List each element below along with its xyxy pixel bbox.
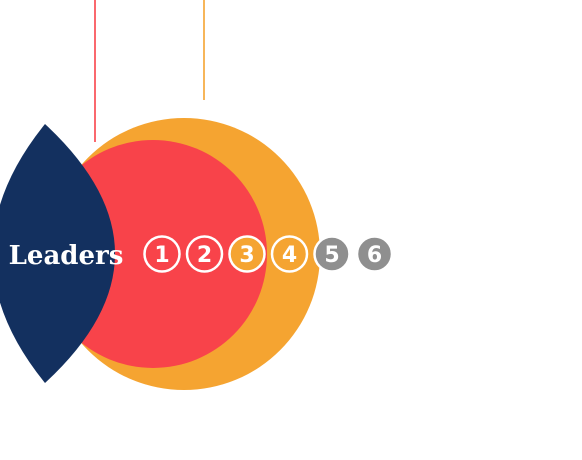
badge-circle xyxy=(313,235,351,273)
badge-4: 4 xyxy=(270,235,309,273)
badge-number: 6 xyxy=(367,243,382,268)
badge-5: 5 xyxy=(313,235,351,273)
leaders-leaf-shape xyxy=(0,124,115,383)
badge-circle xyxy=(270,235,309,273)
badge-1: 1 xyxy=(143,235,181,273)
badge-6: 6 xyxy=(355,235,394,273)
badge-number: 1 xyxy=(154,243,169,268)
badge-circle xyxy=(185,235,224,273)
badge-number: 3 xyxy=(239,243,254,268)
badge-circle xyxy=(355,235,394,273)
badge-number: 2 xyxy=(197,243,212,268)
badge-number: 4 xyxy=(282,243,297,268)
badge-2: 2 xyxy=(185,235,224,273)
badge-3: 3 xyxy=(228,235,266,273)
numbered-badges: 1 2 3 4 5 6 xyxy=(143,235,394,273)
badge-circle xyxy=(228,235,266,273)
leaders-label: Leaders xyxy=(9,241,124,271)
badge-number: 5 xyxy=(324,243,339,268)
badge-circle xyxy=(143,235,181,273)
